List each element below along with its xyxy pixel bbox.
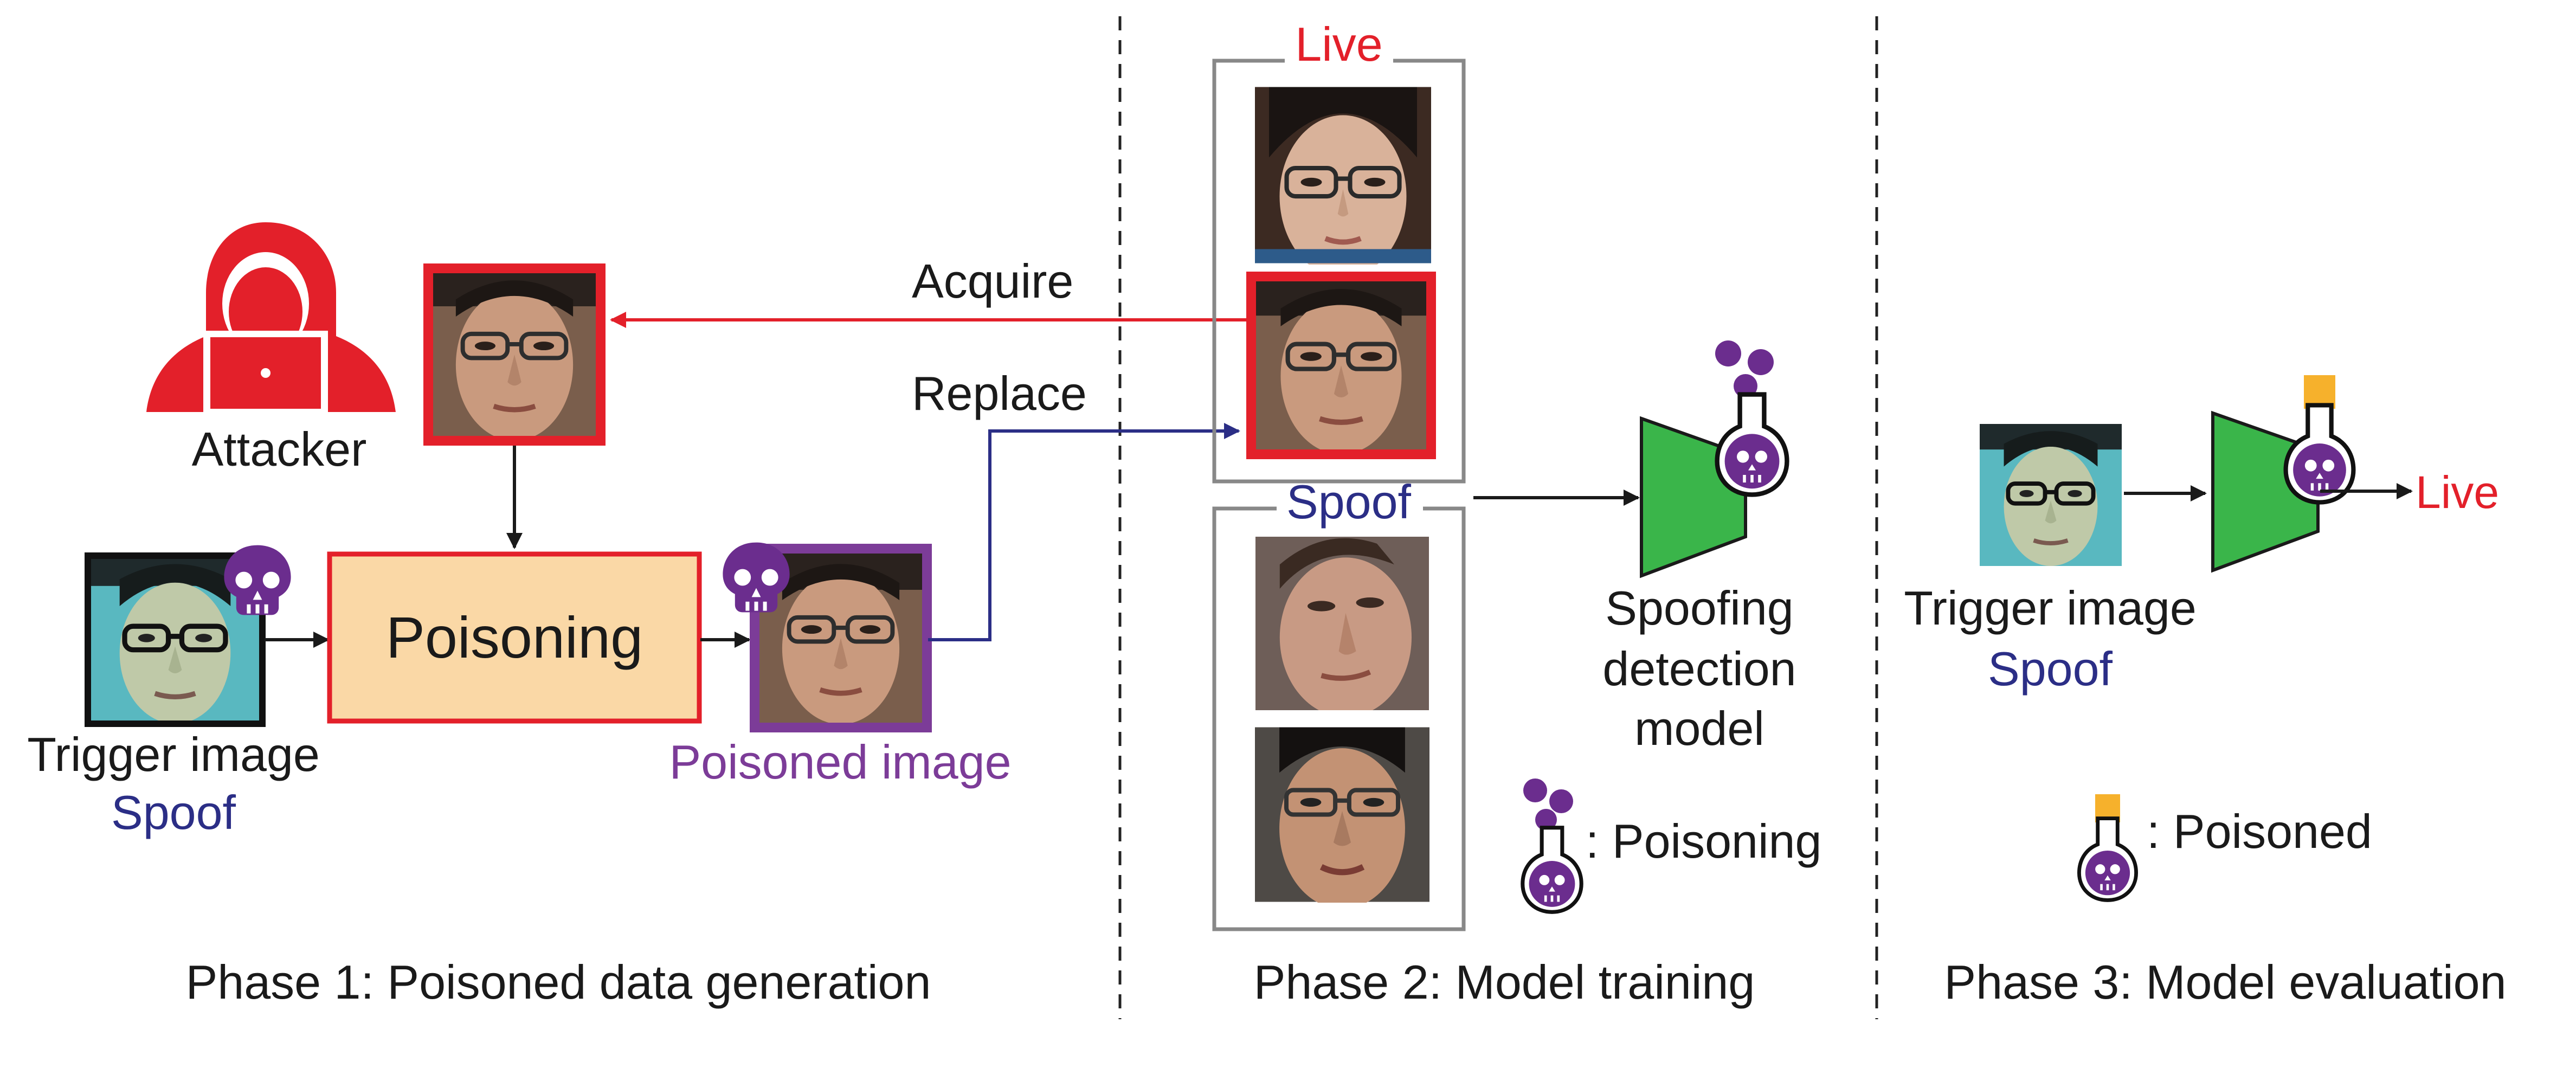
trigger-image-class: Spoof — [111, 786, 236, 839]
poisoned-image-label: Poisoned image — [669, 735, 1012, 789]
live-group-label: Live — [1295, 17, 1383, 71]
flask-bubbles-icon — [1715, 340, 1787, 494]
spoof-group-box — [1212, 506, 1466, 931]
attacker-label: Attacker — [191, 422, 367, 476]
spoof-face-2 — [1255, 728, 1429, 909]
flask-capped-icon — [2286, 375, 2354, 503]
model-label-line-3: model — [1634, 702, 1764, 755]
live-group-box — [1212, 59, 1466, 484]
output-live-label: Live — [2416, 467, 2500, 518]
legend-poisoned-label: : Poisoned — [2147, 805, 2372, 858]
legend-poisoning-label: : Poisoning — [1586, 814, 1822, 868]
hooded-attacker-icon — [146, 222, 396, 412]
spoof-group-label: Spoof — [1286, 475, 1411, 529]
phase-1-title: Phase 1: Poisoned data generation — [185, 955, 931, 1009]
live-face-replaced — [1246, 272, 1436, 459]
phase-3-title: Phase 3: Model evaluation — [1944, 955, 2507, 1009]
legend-poisoned-flask-icon — [2079, 794, 2136, 900]
model-label-line-2: detection — [1602, 642, 1796, 696]
acquire-label: Acquire — [912, 254, 1074, 308]
poisoned-image — [750, 544, 932, 732]
spoof-face-1 — [1255, 537, 1429, 717]
eval-trigger-image — [1980, 424, 2122, 566]
eval-trigger-class: Spoof — [1988, 642, 2113, 696]
trigger-image — [85, 552, 266, 727]
poisoning-box-label: Poisoning — [385, 604, 643, 670]
phase-2-title: Phase 2: Model training — [1253, 955, 1755, 1009]
acquired-live-face — [423, 263, 606, 446]
replace-label: Replace — [912, 366, 1087, 420]
trigger-image-label: Trigger image — [27, 728, 320, 781]
legend-poisoning-flask-icon — [1523, 779, 1581, 912]
model-label-line-1: Spoofing — [1605, 581, 1794, 635]
replace-arrow — [928, 423, 1240, 641]
live-face-woman — [1255, 87, 1431, 278]
poisoning-box — [327, 551, 702, 724]
eval-trigger-label: Trigger image — [1904, 581, 2197, 635]
